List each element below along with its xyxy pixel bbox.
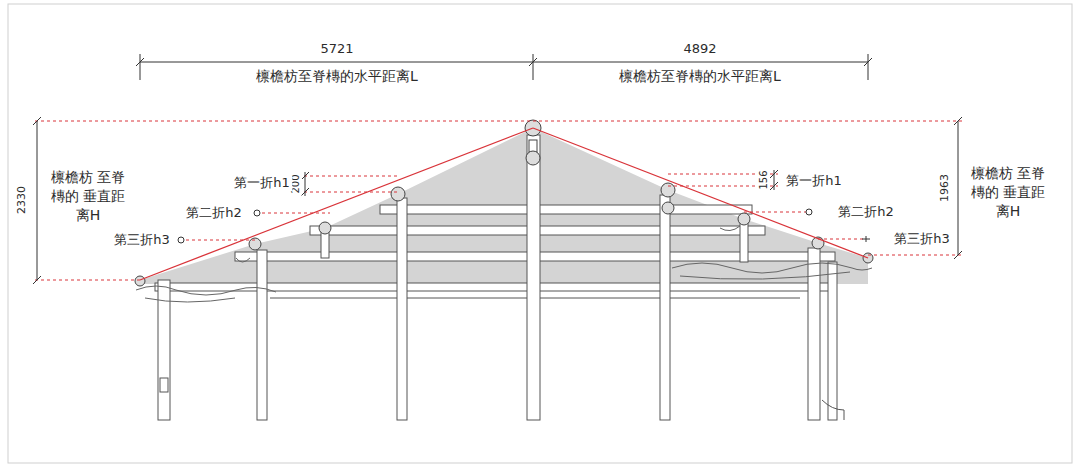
extension-line: [140, 54, 141, 80]
purlin: [526, 151, 540, 165]
fold-level: [744, 212, 806, 213]
fold-level: [304, 192, 400, 193]
dimension-label: 檩檐枋至脊槫的水平距离L: [617, 68, 783, 85]
purlin-post: [529, 140, 537, 152]
roof-section-fill: [140, 128, 868, 284]
eave-level: [35, 280, 140, 281]
dimension-label: 檩檐枋至脊槫的水平距离L: [254, 68, 420, 85]
eave-purlin: [135, 276, 145, 286]
fold-marker: [806, 209, 812, 215]
dimension-value: 4892: [681, 41, 718, 57]
roof-line: [140, 128, 533, 280]
fold-label: 第三折h3: [892, 231, 952, 247]
fold-level: [262, 213, 330, 214]
dimension-line: [958, 121, 959, 255]
dimension-value: 200: [290, 172, 302, 195]
fold-marker: [254, 210, 260, 216]
column: [397, 198, 407, 420]
dimension-lines: [33, 54, 962, 284]
bracket: [145, 298, 235, 302]
dimension-line: [37, 121, 38, 280]
dimension-value: 156: [758, 168, 770, 191]
purlin: [738, 213, 750, 225]
fold-label: 第三折h3: [112, 232, 172, 248]
column: [527, 135, 540, 420]
fold-label: 第二折h2: [184, 205, 244, 221]
fold-marker: [178, 237, 184, 243]
column-base: [160, 378, 168, 392]
columns: [158, 135, 844, 420]
purlin: [319, 222, 331, 234]
beam: [380, 205, 752, 214]
extension-line: [533, 54, 534, 80]
purlin: [661, 183, 675, 197]
fold-level: [304, 176, 400, 177]
fold-level: [186, 240, 255, 241]
eave-level: [868, 255, 962, 256]
dimension-value: 1963: [938, 172, 951, 204]
column: [660, 195, 670, 420]
dimension-value: 2330: [15, 184, 28, 216]
bracket: [680, 272, 850, 279]
frame: [8, 4, 1072, 463]
dimension-label: 檩檐枋 至脊槫的 垂直距离H: [967, 164, 1049, 221]
column: [257, 250, 267, 420]
purlins: [135, 120, 873, 286]
rain-pipe: [828, 262, 837, 420]
roof-lines: [140, 128, 868, 280]
dimension-tick: [954, 117, 962, 259]
dimension-line: [140, 62, 868, 63]
purlin: [662, 202, 674, 214]
dimension-tick: [33, 117, 41, 284]
bracket: [672, 263, 872, 273]
fold-label: 第二折h2: [836, 204, 896, 220]
pipe-foot: [822, 400, 844, 420]
dimension-value: 5721: [318, 41, 355, 57]
bracket: [136, 286, 276, 295]
fold-level: [818, 239, 866, 240]
dashed-lines: [35, 121, 962, 280]
fold-marker: [862, 236, 870, 242]
fold-label: 第一折h1: [784, 173, 844, 189]
brackets: [136, 226, 872, 302]
dimension-label: 檩檐枋 至脊槫的 垂直距离H: [47, 168, 129, 225]
bracket: [236, 226, 740, 262]
column: [808, 248, 820, 420]
dimension-tick: [136, 58, 872, 66]
dimension-tick: [770, 170, 778, 190]
roof-line: [533, 128, 868, 258]
ridge-level: [35, 121, 962, 122]
extension-line: [868, 54, 869, 80]
dimension-tick: [301, 172, 309, 196]
purlin: [391, 187, 405, 201]
strut: [740, 222, 748, 262]
fold-label: 第一折h1: [232, 175, 292, 191]
strut: [321, 232, 329, 258]
